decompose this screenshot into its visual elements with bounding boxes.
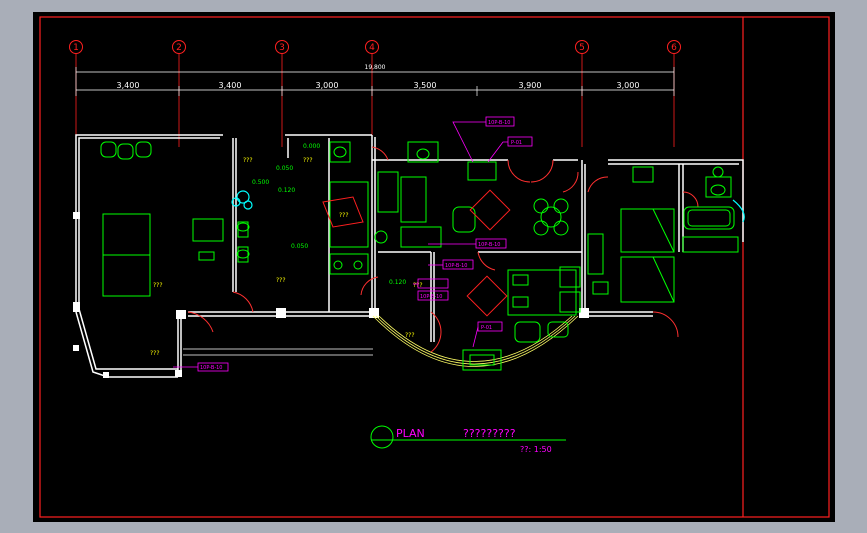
dimension-span-6: 3,000 xyxy=(617,81,640,90)
room-label: ??? xyxy=(150,350,160,357)
tag-label: 10P-B-10 xyxy=(478,242,501,248)
dimension-span-2: 3,400 xyxy=(219,81,242,90)
axis-label-3: 3 xyxy=(279,43,285,53)
elevation-mark: 0.050 xyxy=(276,165,293,172)
tag-label: 10P-B-10 xyxy=(488,120,511,126)
dimension-span-4: 3,500 xyxy=(414,81,437,90)
elevation-mark: 0.500 xyxy=(252,179,269,186)
axis-bubble-1 xyxy=(69,40,83,54)
tag-label: P-01 xyxy=(481,325,492,331)
axis-label-2: 2 xyxy=(176,43,182,53)
doors xyxy=(187,146,699,353)
drawing-frame xyxy=(39,16,830,518)
axis-bubble-6 xyxy=(667,40,681,54)
rugs xyxy=(322,189,511,317)
dimension-lines xyxy=(75,67,675,96)
axis-bubble-3 xyxy=(275,40,289,54)
room-label: ??? xyxy=(153,282,163,289)
plan-title: PLAN xyxy=(396,427,425,440)
floor-plan-drawing: 1 2 3 4 5 6 19,800 3,400 3,400 3,000 3,5… xyxy=(39,16,830,518)
room-label: ??? xyxy=(339,212,349,219)
tag-label: 10P-B-10 xyxy=(420,294,443,300)
tag-label: 10P-B-10 xyxy=(200,365,223,371)
elevation-mark: 0.000 xyxy=(303,143,320,150)
axis-bubble-4 xyxy=(365,40,379,54)
axis-label-1: 1 xyxy=(73,43,79,53)
elevation-mark: 0.120 xyxy=(278,187,295,194)
accent-shrub xyxy=(231,190,745,223)
axis-label-4: 4 xyxy=(369,43,375,53)
tag-leaders xyxy=(173,116,533,372)
balcony-curve xyxy=(372,315,579,367)
dimension-span-3: 3,000 xyxy=(316,81,339,90)
title-symbol xyxy=(370,425,394,449)
elevation-mark: 0.120 xyxy=(389,279,406,286)
axis-bubbles xyxy=(69,40,681,54)
plan-name: ????????? xyxy=(463,427,516,440)
room-label: ??? xyxy=(276,277,286,284)
furniture xyxy=(100,141,739,371)
plan-scale: ??: 1:50 xyxy=(520,445,552,454)
elevation-mark: 0.050 xyxy=(291,243,308,250)
dimension-span-5: 3,900 xyxy=(519,81,542,90)
axis-label-6: 6 xyxy=(671,43,677,53)
room-label: ??? xyxy=(243,157,253,164)
axis-bubble-2 xyxy=(172,40,186,54)
axis-label-5: 5 xyxy=(579,43,585,53)
columns xyxy=(73,212,589,378)
tag-label: 10P-B-10 xyxy=(445,263,468,269)
axis-bubble-5 xyxy=(575,40,589,54)
dimension-total: 19,800 xyxy=(365,64,386,71)
tag-label: P-01 xyxy=(511,140,522,146)
room-label: ??? xyxy=(303,157,313,164)
room-label: ??? xyxy=(405,332,415,339)
grid-lines xyxy=(75,54,675,147)
dimension-span-1: 3,400 xyxy=(117,81,140,90)
cad-viewport[interactable]: 1 2 3 4 5 6 19,800 3,400 3,400 3,000 3,5… xyxy=(33,12,835,522)
